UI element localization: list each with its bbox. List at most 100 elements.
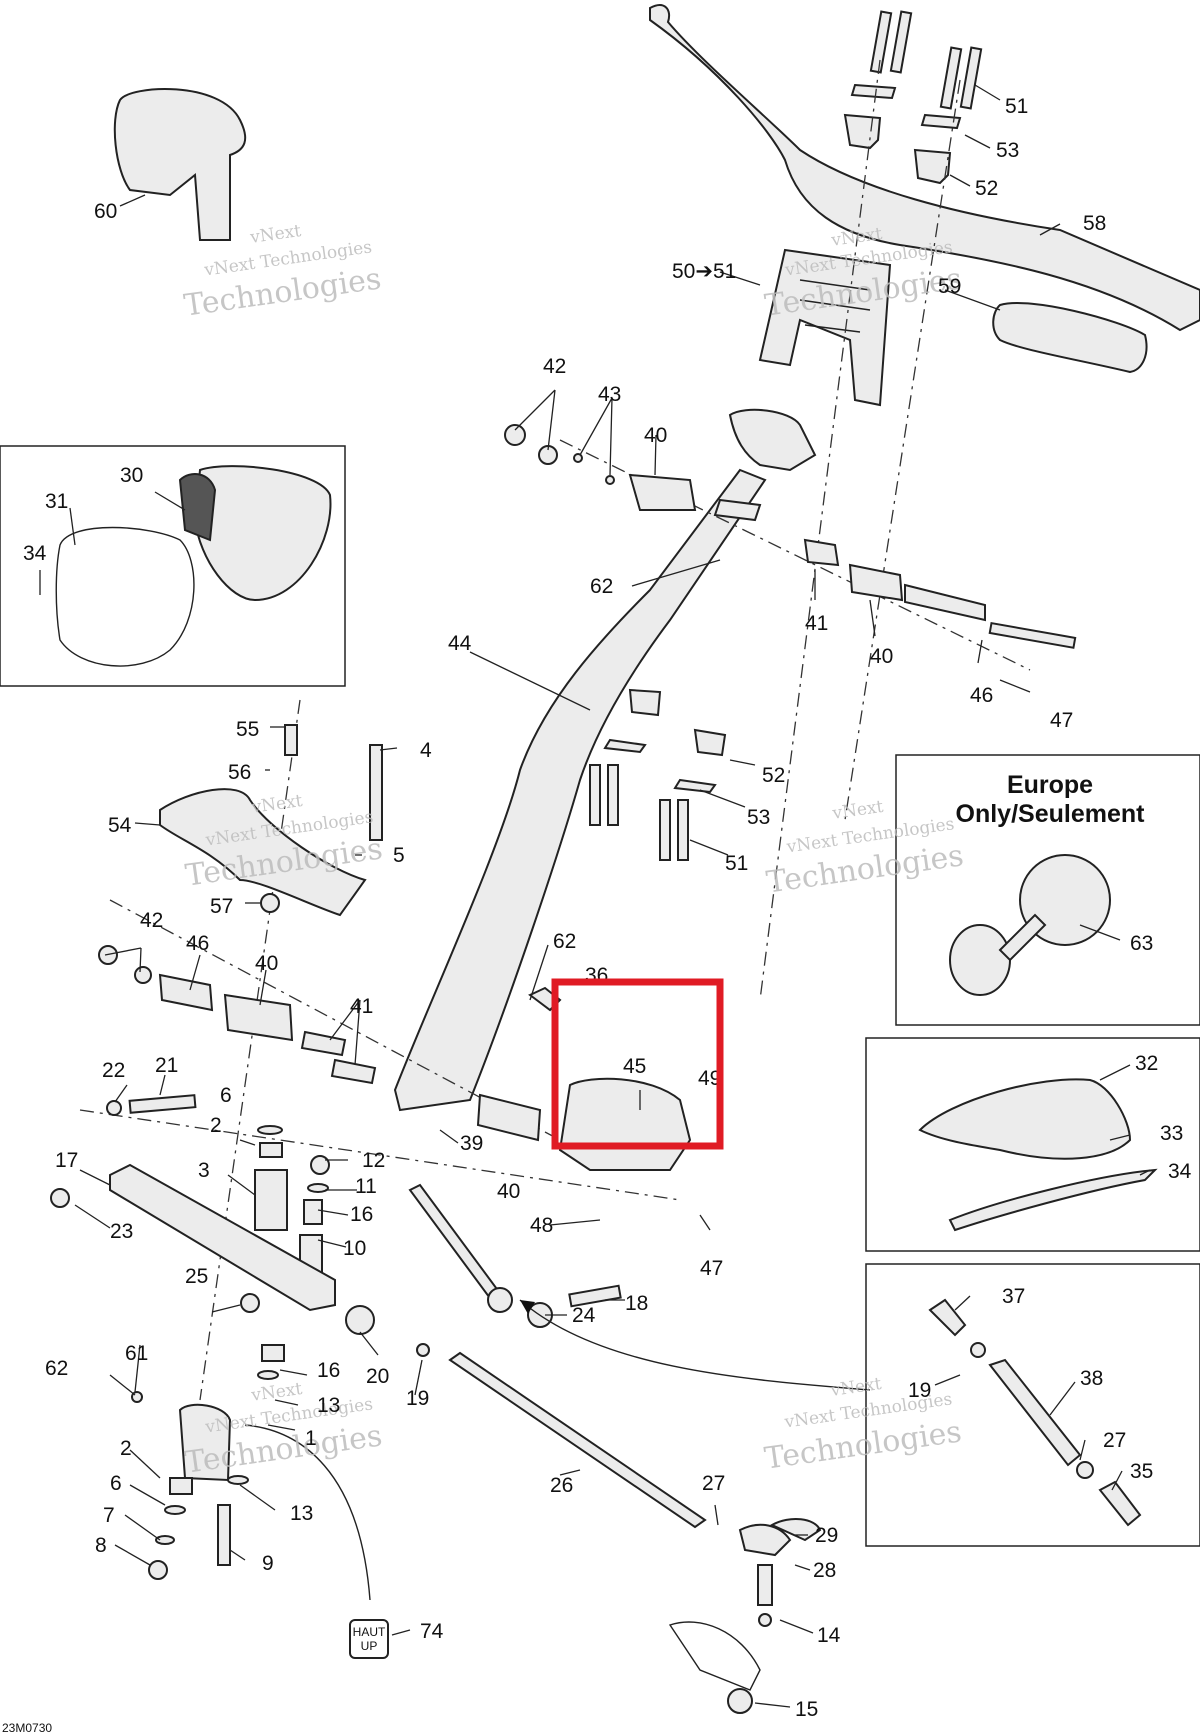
callout-62: 62 xyxy=(553,930,576,953)
callout-42: 42 xyxy=(543,355,566,378)
callout-60: 60 xyxy=(94,200,117,223)
callout-4: 4 xyxy=(420,739,432,762)
europe-title: Europe xyxy=(1007,771,1093,799)
callout-16: 16 xyxy=(350,1203,373,1226)
callout-49: 49 xyxy=(698,1067,721,1090)
callout-56: 56 xyxy=(228,761,251,784)
callout-63: 63 xyxy=(1130,932,1153,955)
callout-12: 12 xyxy=(362,1149,385,1172)
inset-boot-box xyxy=(0,445,346,687)
up-text: UP xyxy=(361,1639,378,1653)
callout-52: 52 xyxy=(762,764,785,787)
long-rod xyxy=(448,1351,707,1529)
callout-5: 5 xyxy=(393,844,405,867)
callout-38: 38 xyxy=(1080,1367,1103,1390)
callout-19: 19 xyxy=(908,1379,931,1402)
callout-21: 21 xyxy=(155,1054,178,1077)
callout-15: 15 xyxy=(795,1698,818,1721)
svg-text:vNext: vNext xyxy=(249,1379,303,1406)
callout-40: 40 xyxy=(497,1180,520,1203)
callout-59: 59 xyxy=(938,275,961,298)
callout-47: 47 xyxy=(700,1257,723,1280)
cover-60 xyxy=(113,88,247,241)
callout-7: 7 xyxy=(103,1504,115,1527)
callout-35: 35 xyxy=(1130,1460,1153,1483)
handlebar xyxy=(649,4,1200,332)
callout-33: 33 xyxy=(1160,1122,1183,1145)
callout-17: 17 xyxy=(55,1149,78,1172)
callout-2: 2 xyxy=(120,1437,132,1460)
callout-6: 6 xyxy=(110,1472,122,1495)
callout-46: 46 xyxy=(186,932,209,955)
callout-29: 29 xyxy=(815,1524,838,1547)
callout-24: 24 xyxy=(572,1304,596,1327)
callout-32: 32 xyxy=(1135,1052,1158,1075)
inset-boot2-box xyxy=(865,1037,1200,1252)
bracket-45 xyxy=(558,1077,692,1171)
callout-40: 40 xyxy=(255,952,278,975)
callout-9: 9 xyxy=(262,1552,274,1575)
callout-43: 43 xyxy=(598,383,621,406)
callout-57: 57 xyxy=(210,895,233,918)
callout-26: 26 xyxy=(550,1474,573,1497)
callout-19: 19 xyxy=(406,1387,429,1410)
callout-25: 25 xyxy=(185,1265,208,1288)
callout-31: 31 xyxy=(45,490,68,513)
callout-74: 74 xyxy=(420,1620,444,1643)
callout-11: 11 xyxy=(355,1175,377,1198)
callout-6: 6 xyxy=(220,1084,232,1107)
haut-text: HAUT xyxy=(353,1625,386,1639)
grip xyxy=(992,302,1148,374)
leader-lines xyxy=(39,84,1151,1708)
callout-10: 10 xyxy=(343,1237,366,1260)
callout-34: 34 xyxy=(23,542,47,565)
callout-52: 52 xyxy=(975,177,998,200)
callout-27: 27 xyxy=(1103,1429,1126,1452)
tie-rod xyxy=(408,1183,507,1307)
callout-40: 40 xyxy=(870,645,893,668)
callout-2: 2 xyxy=(210,1114,222,1137)
svg-text:vNext: vNext xyxy=(830,797,884,824)
callout-41: 41 xyxy=(350,995,373,1018)
watermark-6: vNext vNext Technologies Technologies xyxy=(762,1374,963,1477)
highlight-box xyxy=(551,978,724,1150)
callout-58: 58 xyxy=(1083,212,1106,235)
bolts-51-top xyxy=(869,10,983,110)
callout-50-51: 50➔51 xyxy=(672,260,736,283)
callout-51: 51 xyxy=(725,852,748,875)
drawing-reference: 23M0730 xyxy=(2,1721,52,1735)
callout-27: 27 xyxy=(702,1472,725,1495)
callout-54: 54 xyxy=(108,814,132,837)
callout-1: 1 xyxy=(305,1427,317,1450)
callout-41: 41 xyxy=(805,612,828,635)
steering-column xyxy=(393,468,767,1112)
callout-13: 13 xyxy=(317,1394,340,1417)
callout-34: 34 xyxy=(1168,1160,1192,1183)
callout-28: 28 xyxy=(813,1559,836,1582)
callout-8: 8 xyxy=(95,1534,107,1557)
callout-47: 47 xyxy=(1050,709,1073,732)
frame-31 xyxy=(55,526,195,667)
callout-23: 23 xyxy=(110,1220,133,1243)
svg-text:vNext: vNext xyxy=(248,221,302,248)
svg-text:vNext: vNext xyxy=(828,1374,882,1401)
callout-55: 55 xyxy=(236,718,259,741)
mount-54 xyxy=(159,788,367,917)
boot-30 xyxy=(193,465,332,602)
callout-51: 51 xyxy=(1005,95,1028,118)
watermark-4: vNext vNext Technologies Technologies xyxy=(764,797,965,901)
callout-3: 3 xyxy=(198,1159,210,1182)
watermark-5: vNext vNext Technologies Technologies xyxy=(183,1379,384,1481)
callout-42: 42 xyxy=(140,909,163,932)
callout-13: 13 xyxy=(290,1502,313,1525)
callouts: 51 53 52 58 50➔51 59 60 42 43 40 62 41 4… xyxy=(23,95,1192,1721)
callout-53: 53 xyxy=(996,139,1019,162)
inset-europe-box xyxy=(895,754,1200,1026)
callout-40: 40 xyxy=(644,424,667,447)
callout-46: 46 xyxy=(970,684,993,707)
upper-clamp-left xyxy=(843,113,882,150)
callout-53: 53 xyxy=(747,806,770,829)
callout-18: 18 xyxy=(625,1292,648,1315)
inset-steering-box xyxy=(865,1263,1200,1547)
